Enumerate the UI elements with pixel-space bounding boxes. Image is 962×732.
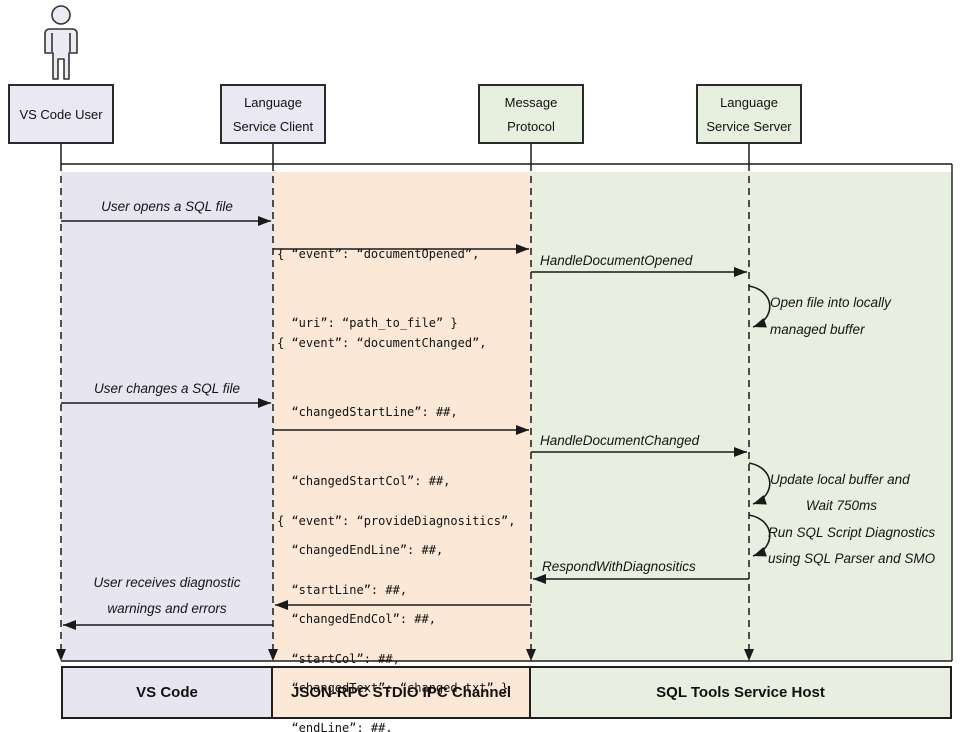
lane-service-host xyxy=(531,172,952,661)
label-respond-with-diagnostics: RespondWithDiagnositics xyxy=(542,559,696,574)
label-handle-document-opened: HandleDocumentOpened xyxy=(540,253,693,268)
participant-stubs xyxy=(60,144,750,164)
bottom-box-label: SQL Tools Service Host xyxy=(656,684,825,701)
lane-vscode xyxy=(61,172,273,661)
json-line: “startLine”: ##, xyxy=(277,583,408,597)
lane-ipc-channel xyxy=(273,172,531,661)
participant-box-message-protocol: Message Protocol xyxy=(478,84,584,144)
participant-label: Language xyxy=(720,94,778,110)
note-run-diagnostics-line2: using SQL Parser and SMO xyxy=(768,551,936,566)
json-line: “uri”: “path_to_file” } xyxy=(277,316,458,330)
bottom-box-ipc-channel: JSON-RPC STDIO IPC Channel xyxy=(271,666,531,719)
participant-label: Service Server xyxy=(706,118,792,134)
note-open-file-line1: Open file into locally xyxy=(770,295,891,310)
json-line: { “event”: “documentOpened”, xyxy=(277,247,480,261)
label-user-receives-line1: User receives diagnostic xyxy=(93,575,241,590)
label-handle-document-changed: HandleDocumentChanged xyxy=(540,433,700,448)
participant-box-language-service-server: Language Service Server xyxy=(696,84,802,144)
lane-bands xyxy=(61,172,952,661)
bottom-box-vscode: VS Code xyxy=(61,666,273,719)
label-user-receives-line2: warnings and errors xyxy=(107,601,227,616)
json-line: “changedText”: “changed txt” } xyxy=(277,681,509,695)
participant-label: Message xyxy=(504,94,558,110)
payload-provide-diagnostics: { “event”: “provideDiagnositics”, “start… xyxy=(277,464,515,732)
participant-box-vscode-user: VS Code User xyxy=(8,84,114,144)
json-line: “changedStartCol”: ##, xyxy=(277,474,451,488)
participant-label: VS Code User xyxy=(19,106,103,122)
bottom-box-label: VS Code xyxy=(136,684,198,701)
json-line: “changedStartLine”: ##, xyxy=(277,405,458,419)
payload-document-changed: { “event”: “documentChanged”, “changedSt… xyxy=(277,286,508,732)
label-user-changes: User changes a SQL file xyxy=(93,381,241,396)
note-run-diagnostics-line1: Run SQL Script Diagnostics xyxy=(768,525,936,540)
json-line: “changedEndLine”: ##, xyxy=(277,543,444,557)
participant-label: Language xyxy=(244,94,302,110)
label-user-opens: User opens a SQL file xyxy=(101,199,233,214)
bottom-box-label: JSON-RPC STDIO IPC Channel xyxy=(290,684,512,701)
json-line: “startCol”: ##, xyxy=(277,652,400,666)
note-open-file-line2: managed buffer xyxy=(770,322,865,337)
note-update-buffer-line1: Update local buffer and xyxy=(770,472,910,487)
json-line: { “event”: “documentChanged”, xyxy=(277,336,487,350)
json-line: { “event”: “provideDiagnositics”, xyxy=(277,514,516,528)
json-line: “endLine”: ##, xyxy=(277,721,393,732)
user-actor-icon xyxy=(44,5,78,80)
participant-box-language-service-client: Language Service Client xyxy=(220,84,326,144)
participant-label: Protocol xyxy=(507,118,555,134)
participant-label: Service Client xyxy=(232,118,314,134)
bottom-box-service-host: SQL Tools Service Host xyxy=(529,666,952,719)
note-update-buffer-line2: Wait 750ms xyxy=(806,498,878,513)
payload-document-opened: { “event”: “documentOpened”, “uri”: “pat… xyxy=(277,197,479,381)
json-line: “changedEndCol”: ##, xyxy=(277,612,436,626)
